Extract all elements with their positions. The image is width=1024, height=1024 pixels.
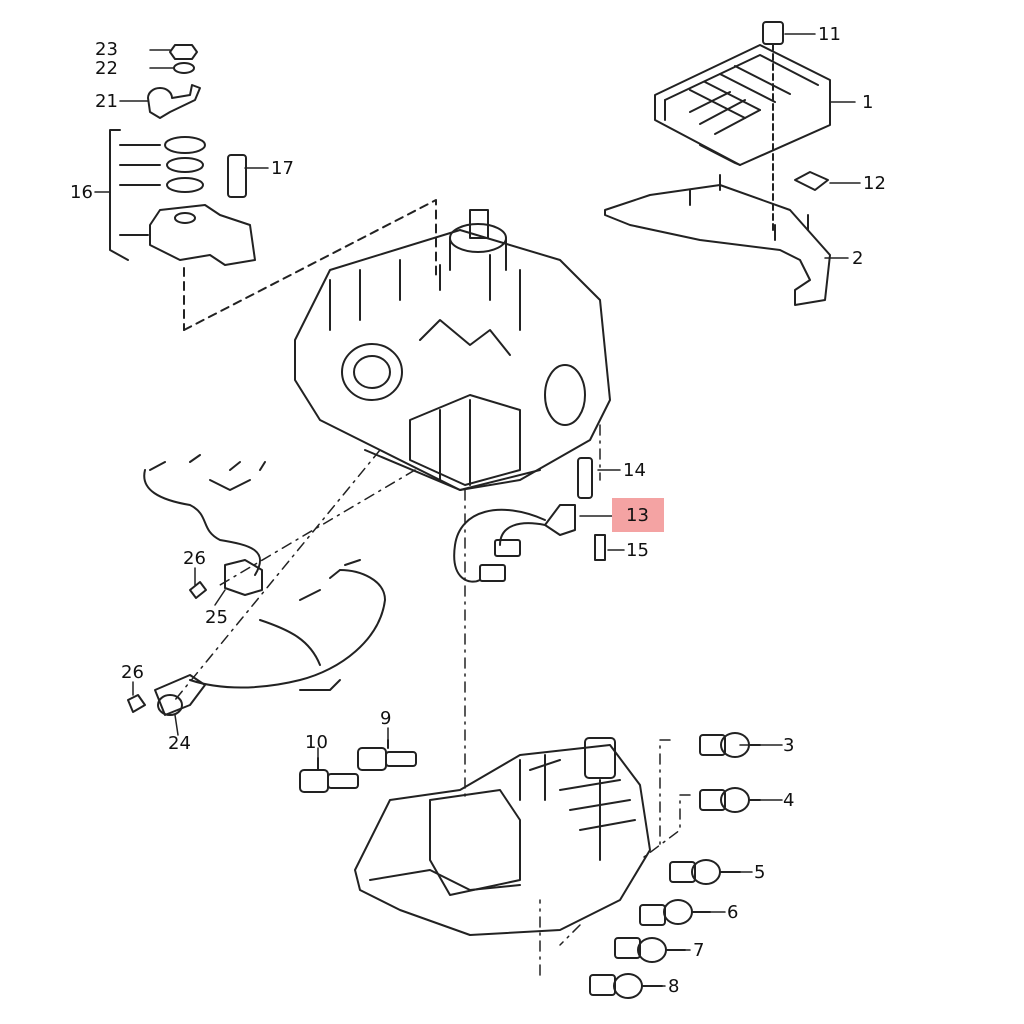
wiring-harness [127, 454, 386, 716]
callout-25: 25 [205, 607, 228, 628]
callout-4: 4 [783, 790, 795, 811]
multi-function-switch [109, 129, 437, 331]
transmission-housing [294, 209, 611, 491]
assembly-guide-lines [174, 424, 691, 976]
callout-11: 11 [818, 24, 841, 45]
callout-7: 7 [693, 940, 705, 961]
callout-5: 5 [754, 862, 766, 883]
callout-9: 9 [380, 708, 392, 729]
callout-12: 12 [863, 173, 886, 194]
callout-21: 21 [95, 91, 118, 112]
callout-2: 2 [852, 248, 864, 269]
callout-17: 17 [271, 158, 294, 179]
callout-8: 8 [668, 976, 680, 997]
callout-leaders [94, 33, 861, 987]
callout-22: 22 [95, 58, 118, 79]
callout-24: 24 [168, 733, 191, 754]
callout-10: 10 [305, 732, 328, 753]
callout-6: 6 [727, 902, 739, 923]
valve-body [354, 737, 651, 936]
solenoid-valves [299, 732, 761, 999]
callout-13-highlight [612, 498, 664, 532]
control-module [654, 21, 831, 231]
callout-15: 15 [626, 540, 649, 561]
callout-16: 16 [70, 182, 93, 203]
callout-13: 13 [626, 505, 649, 526]
mounting-bracket [604, 171, 831, 306]
speed-sensor-assembly [453, 457, 606, 583]
callout-1: 1 [862, 92, 874, 113]
callout-14: 14 [623, 460, 646, 481]
callout-3: 3 [783, 735, 795, 756]
callout-26-upper: 26 [183, 548, 206, 569]
callout-23: 23 [95, 39, 118, 60]
bolt-washer-lever-group [147, 44, 201, 119]
callout-26-lower: 26 [121, 662, 144, 683]
